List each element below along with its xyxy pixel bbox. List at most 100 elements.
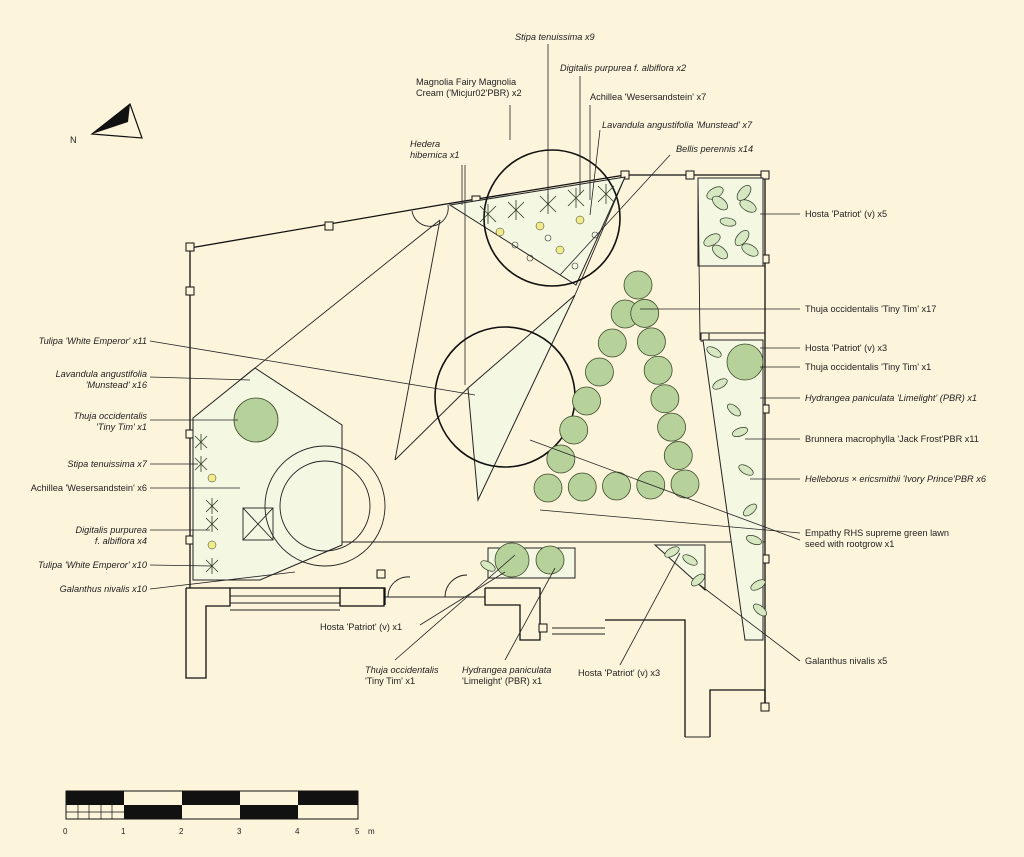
label-hosta-b1: Hosta 'Patriot' (v) x1 bbox=[320, 622, 402, 632]
label-line: Helleborus × ericsmithii 'Ivory Prince'P… bbox=[805, 474, 987, 484]
thuja-shrub bbox=[602, 471, 631, 501]
label-line: Stipa tenuissima x9 bbox=[515, 32, 595, 42]
thuja-shrub bbox=[559, 415, 589, 445]
label-line: 'Tiny Tim' x1 bbox=[96, 422, 147, 432]
label-line: Empathy RHS supreme green lawn bbox=[805, 528, 949, 538]
thuja-shrub bbox=[623, 270, 653, 300]
thuja-shrub bbox=[650, 384, 680, 414]
label-hydrangea-b: Hydrangea paniculata'Limelight' (PBR) x1 bbox=[462, 665, 551, 686]
thuja-shrub bbox=[657, 412, 686, 442]
thuja-shrub bbox=[546, 444, 576, 474]
label-tulipa-l11: Tulipa 'White Emperor' x11 bbox=[39, 336, 147, 346]
label-hosta-b3: Hosta 'Patriot' (v) x3 bbox=[578, 668, 660, 678]
label-line: Hedera bbox=[410, 139, 440, 149]
scale-tick-0: 0 bbox=[63, 827, 68, 836]
label-line: Digitalis purpurea f. albiflora x2 bbox=[560, 63, 686, 73]
right-lower-plants bbox=[706, 343, 767, 617]
north-letter: N bbox=[70, 135, 77, 145]
label-line: Hydrangea paniculata bbox=[462, 665, 551, 675]
planting-beds bbox=[192, 176, 764, 641]
label-digitalis-top: Digitalis purpurea f. albiflora x2 bbox=[560, 63, 686, 73]
label-line: Magnolia Fairy Magnolia bbox=[416, 77, 517, 87]
scale-tick-3: 3 bbox=[237, 827, 242, 836]
scale-bar: 0 1 2 3 4 5 m bbox=[63, 790, 375, 836]
leader-lines bbox=[149, 44, 801, 666]
label-line: Thuja occidentalis 'Tiny Tim' x17 bbox=[805, 304, 936, 314]
label-tulipa-l10: Tulipa 'White Emperor' x10 bbox=[38, 560, 148, 570]
label-line: Hosta 'Patriot' (v) x1 bbox=[320, 622, 402, 632]
label-thuja-b: Thuja occidentalis'Tiny Tim' x1 bbox=[365, 665, 439, 686]
label-hydrangea-r: Hydrangea paniculata 'Limelight' (PBR) x… bbox=[805, 393, 977, 403]
left-bed-plants bbox=[194, 397, 279, 574]
label-line: Hydrangea paniculata 'Limelight' (PBR) x… bbox=[805, 393, 977, 403]
label-line: Thuja occidentalis 'Tiny Tim' x1 bbox=[805, 362, 931, 372]
label-line: Bellis perennis x14 bbox=[676, 144, 753, 154]
label-line: Stipa tenuissima x7 bbox=[67, 459, 148, 469]
thuja-shrub bbox=[663, 441, 693, 470]
bottom-bed-plants bbox=[480, 542, 705, 587]
thuja-shrub bbox=[585, 357, 614, 387]
label-line: Thuja occidentalis bbox=[365, 665, 439, 675]
label-galanthus-l: Galanthus nivalis x10 bbox=[60, 584, 148, 594]
scale-tick-5: 5 bbox=[355, 827, 360, 836]
thuja-shrub bbox=[630, 299, 660, 328]
thuja-shrub bbox=[643, 355, 673, 385]
label-lavandula-l: Lavandula angustifolia'Munstead' x16 bbox=[56, 369, 148, 390]
scale-tick-2: 2 bbox=[179, 827, 184, 836]
thuja-shrub bbox=[572, 386, 601, 416]
label-line: Lavandula angustifolia bbox=[56, 369, 147, 379]
lawn-lines bbox=[239, 176, 765, 567]
label-achillea-l: Achillea 'Wesersandstein' x6 bbox=[31, 483, 147, 493]
label-line: Hosta 'Patriot' (v) x3 bbox=[805, 343, 887, 353]
label-line: Tulipa 'White Emperor' x10 bbox=[38, 560, 148, 570]
label-line: Hosta 'Patriot' (v) x3 bbox=[578, 668, 660, 678]
label-line: 'Munstead' x16 bbox=[86, 380, 148, 390]
label-line: 'Tiny Tim' x1 bbox=[365, 676, 415, 686]
label-line: Lavandula angustifolia 'Munstead' x7 bbox=[602, 120, 753, 130]
thuja-shrub bbox=[567, 472, 597, 502]
label-stipa-l: Stipa tenuissima x7 bbox=[67, 459, 148, 469]
thuja-shrub bbox=[637, 327, 666, 357]
label-line: Galanthus nivalis x10 bbox=[60, 584, 148, 594]
label-line: Brunnera macrophylla 'Jack Frost'PBR x11 bbox=[805, 434, 979, 444]
label-line: Galanthus nivalis x5 bbox=[805, 656, 887, 666]
label-line: Hosta 'Patriot' (v) x5 bbox=[805, 209, 887, 219]
label-thuja-r1: Thuja occidentalis 'Tiny Tim' x1 bbox=[805, 362, 931, 372]
label-line: Cream ('Micjur02'PBR) x2 bbox=[416, 88, 522, 98]
label-brunnera: Brunnera macrophylla 'Jack Frost'PBR x11 bbox=[805, 434, 979, 444]
thuja-triangle bbox=[533, 270, 700, 503]
label-thuja-l: Thuja occidentalis'Tiny Tim' x1 bbox=[73, 411, 147, 432]
scale-tick-4: 4 bbox=[295, 827, 300, 836]
label-line: Achillea 'Wesersandstein' x6 bbox=[31, 483, 147, 493]
label-hosta-r5: Hosta 'Patriot' (v) x5 bbox=[805, 209, 887, 219]
label-line: 'Limelight' (PBR) x1 bbox=[462, 676, 542, 686]
label-line: seed with rootgrow x1 bbox=[805, 539, 894, 549]
label-line: f. albiflora x4 bbox=[95, 536, 147, 546]
label-hosta-r3: Hosta 'Patriot' (v) x3 bbox=[805, 343, 887, 353]
thuja-shrub bbox=[597, 328, 627, 358]
thuja-shrub bbox=[533, 473, 563, 503]
label-line: Digitalis purpurea bbox=[76, 525, 148, 535]
label-line: Thuja occidentalis bbox=[73, 411, 147, 421]
label-helleborus: Helleborus × ericsmithii 'Ivory Prince'P… bbox=[805, 474, 987, 484]
label-galanthus-r: Galanthus nivalis x5 bbox=[805, 656, 887, 666]
label-line: hibernica x1 bbox=[410, 150, 460, 160]
north-arrow: N bbox=[70, 103, 143, 145]
scale-tick-1: 1 bbox=[121, 827, 126, 836]
thuja-shrub bbox=[670, 469, 700, 499]
scale-unit: m bbox=[368, 827, 375, 836]
top-bed-plants bbox=[479, 184, 615, 270]
label-thuja-r17: Thuja occidentalis 'Tiny Tim' x17 bbox=[805, 304, 936, 314]
right-hostas bbox=[703, 185, 759, 260]
plant-labels: Stipa tenuissima x9 Digitalis purpurea f… bbox=[31, 32, 987, 686]
label-bellis: Bellis perennis x14 bbox=[676, 144, 753, 154]
label-line: Achillea 'Wesersandstein' x7 bbox=[590, 92, 706, 102]
label-line: Tulipa 'White Emperor' x11 bbox=[39, 336, 147, 346]
label-lavandula-top: Lavandula angustifolia 'Munstead' x7 bbox=[602, 120, 753, 130]
label-achillea-top: Achillea 'Wesersandstein' x7 bbox=[590, 92, 706, 102]
